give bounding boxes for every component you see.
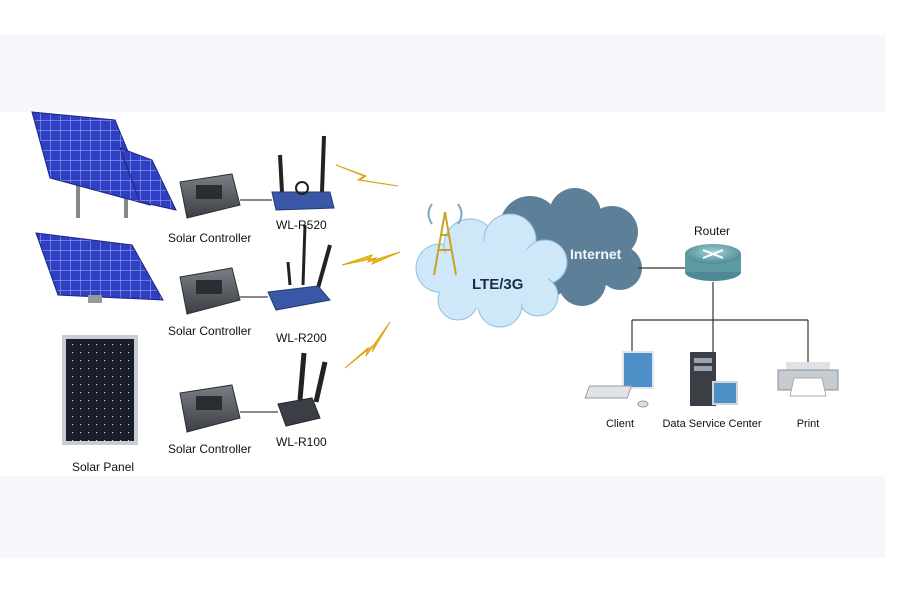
wl-r100-label: WL-R100 bbox=[276, 435, 327, 449]
lte-label: LTE/3G bbox=[472, 276, 524, 293]
router-icon bbox=[685, 244, 741, 281]
controller-router-links bbox=[240, 199, 278, 413]
wl-r520-label: WL-R520 bbox=[276, 218, 327, 232]
router-label: Router bbox=[693, 224, 731, 238]
wl-r200-router bbox=[267, 224, 332, 311]
solar-controller-3 bbox=[179, 384, 241, 433]
solar-controller-label-1: Solar Controller bbox=[168, 231, 252, 245]
solar-controller-2 bbox=[179, 267, 241, 315]
internet-label: Internet bbox=[570, 246, 622, 262]
wl-r200-label: WL-R200 bbox=[276, 331, 327, 345]
client-label: Client bbox=[605, 418, 635, 430]
wl-r520-router bbox=[271, 135, 335, 211]
lightning-bolt-icon-3 bbox=[344, 321, 391, 369]
print-label: Print bbox=[796, 418, 820, 430]
client-computer-icon bbox=[584, 351, 654, 408]
bottom-background-band bbox=[0, 476, 885, 558]
data-service-center-label: Data Service Center bbox=[662, 418, 762, 430]
solar-tracker-panel bbox=[31, 111, 177, 218]
wl-r100-router bbox=[277, 352, 328, 427]
solar-flat-panel bbox=[62, 335, 138, 445]
solar-controller-label-2: Solar Controller bbox=[168, 324, 252, 338]
solar-controller-label-3: Solar Controller bbox=[168, 442, 252, 456]
data-service-center-icon bbox=[690, 352, 738, 406]
solar-controller-1 bbox=[179, 173, 241, 219]
lightning-bolt-icon-2 bbox=[341, 251, 401, 266]
top-background-band bbox=[0, 35, 885, 112]
cell-tower-icon bbox=[427, 203, 463, 276]
solar-tilted-panel bbox=[35, 232, 164, 303]
lightning-bolt-icon-1 bbox=[335, 164, 399, 187]
router-device-links bbox=[631, 282, 809, 364]
lte-cloud bbox=[415, 213, 568, 328]
solar-panel-label: Solar Panel bbox=[72, 460, 135, 474]
printer-icon bbox=[777, 362, 839, 397]
